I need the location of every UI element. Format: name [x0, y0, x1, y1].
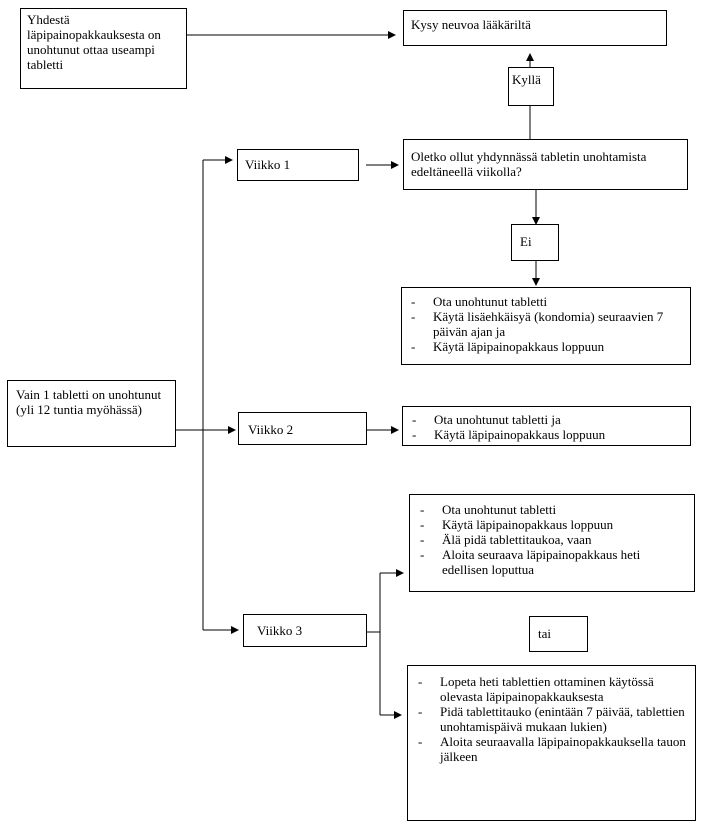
no-label: Ei: [520, 234, 532, 249]
yes-box: Kyllä: [508, 67, 554, 106]
week3-option1-box: Ota unohtunut tabletti Käytä läpipainopa…: [409, 494, 695, 592]
week3-box: Viikko 3: [243, 614, 367, 647]
or-label: tai: [538, 626, 551, 641]
list-item: Aloita seuraava läpipainopakkaus heti ed…: [414, 547, 686, 577]
week2-actions-box: Ota unohtunut tabletti ja Käytä läpipain…: [402, 406, 691, 446]
week1-box: Viikko 1: [237, 149, 359, 181]
week1-actions-box: Ota unohtunut tabletti Käytä lisäehkäisy…: [401, 287, 691, 365]
ask-doctor-text: Kysy neuvoa lääkäriltä: [411, 17, 531, 32]
week3-option2-box: Lopeta heti tablettien ottaminen käytöss…: [407, 665, 696, 821]
yes-label: Kyllä: [512, 72, 541, 87]
list-item: Älä pidä tablettitaukoa, vaan: [414, 532, 686, 547]
no-box: Ei: [511, 224, 559, 261]
week1-label: Viikko 1: [245, 157, 291, 172]
list-item: Käytä läpipainopakkaus loppuun: [414, 517, 686, 532]
or-box: tai: [529, 616, 588, 652]
start-text: Vain 1 tabletti on unohtunut (yli 12 tun…: [16, 387, 162, 417]
week2-box: Viikko 2: [238, 412, 367, 445]
list-item: Käytä läpipainopakkaus loppuun: [406, 427, 682, 442]
multiple-tablets-box: Yhdestä läpipainopakkauksesta on unohtun…: [20, 8, 187, 89]
list-item: Käytä lisäehkäisyä (kondomia) seuraavien…: [405, 309, 682, 339]
list-item: Käytä läpipainopakkaus loppuun: [405, 339, 682, 354]
list-item: Pidä tablettitauko (enintään 7 päivää, t…: [412, 704, 687, 734]
list-item: Ota unohtunut tabletti: [405, 294, 682, 309]
question-box: Oletko ollut yhdynnässä tabletin unohtam…: [403, 139, 688, 190]
week3-label: Viikko 3: [257, 623, 303, 638]
multiple-tablets-text: Yhdestä läpipainopakkauksesta on unohtun…: [27, 12, 161, 72]
week2-label: Viikko 2: [248, 422, 294, 437]
ask-doctor-box: Kysy neuvoa lääkäriltä: [403, 10, 667, 46]
list-item: Aloita seuraavalla läpipainopakkauksella…: [412, 734, 687, 764]
list-item: Ota unohtunut tabletti ja: [406, 412, 682, 427]
list-item: Ota unohtunut tabletti: [414, 502, 686, 517]
start-box: Vain 1 tabletti on unohtunut (yli 12 tun…: [7, 380, 176, 447]
question-text: Oletko ollut yhdynnässä tabletin unohtam…: [411, 149, 647, 179]
list-item: Lopeta heti tablettien ottaminen käytöss…: [412, 674, 687, 704]
